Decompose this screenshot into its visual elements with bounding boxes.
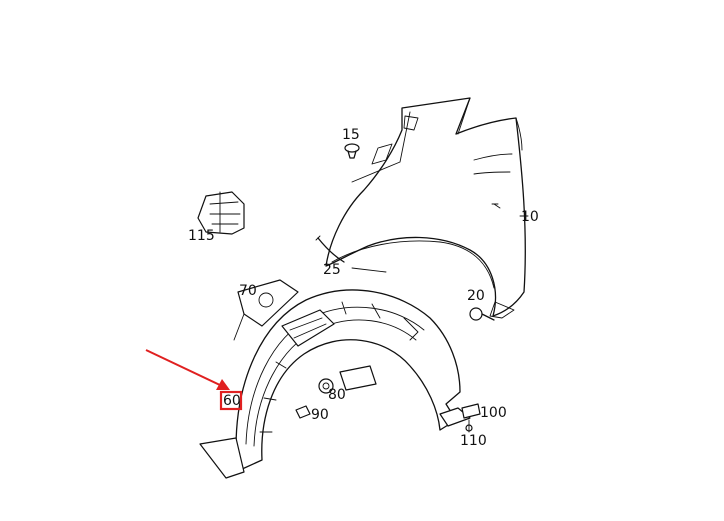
seal-strip-25 [315,235,387,273]
label-10: 10 [521,209,539,225]
label-90: 90 [311,407,329,423]
fender-part [325,97,526,319]
screw-20 [469,307,495,321]
bracket-115 [197,191,245,235]
clip-100 [461,403,481,419]
label-110: 110 [460,433,487,449]
red-arrow-icon [145,349,230,390]
nut-80 [318,378,334,394]
label-20: 20 [467,288,485,304]
label-60: 60 [223,393,241,409]
label-15: 15 [342,127,360,143]
screw-90 [295,405,311,419]
wheel-arch-liner-60 [199,289,471,479]
highlight-box-60 [219,390,243,411]
label-100: 100 [480,405,507,421]
label-70: 70 [239,283,257,299]
plate-70 [233,279,299,341]
label-115: 115 [188,228,215,244]
label-25: 25 [323,262,341,278]
screw-110 [465,419,473,433]
clip-15 [344,143,360,159]
label-80: 80 [328,387,346,403]
